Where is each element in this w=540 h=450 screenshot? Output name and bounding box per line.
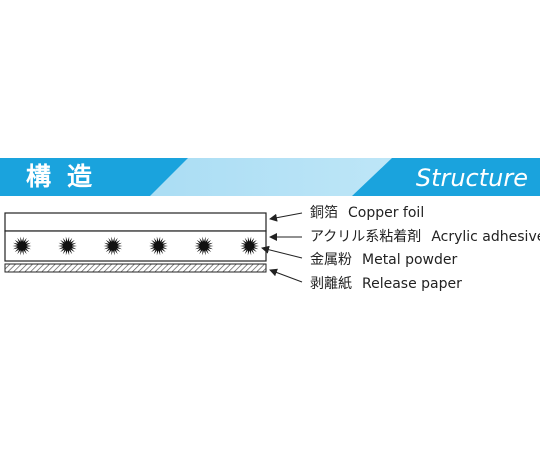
label-acrylic-adhesive-jp: アクリル系粘着剤 bbox=[310, 229, 422, 245]
label-acrylic-adhesive-en: Acrylic adhesive bbox=[431, 229, 540, 245]
arrow-metal-powder bbox=[261, 245, 303, 259]
release-paper-layer bbox=[4, 263, 267, 273]
label-release-paper-jp: 剥離紙 bbox=[310, 276, 352, 292]
arrow-release-paper bbox=[269, 268, 303, 283]
metal-powder-particles bbox=[12, 236, 259, 256]
banner-dark-band-right bbox=[352, 158, 540, 196]
metal-particle bbox=[194, 236, 214, 256]
metal-particle bbox=[58, 236, 77, 256]
banner-title-jp: 構造 bbox=[26, 162, 109, 191]
metal-particle bbox=[103, 236, 123, 256]
label-copper-foil-jp: 銅箔 bbox=[310, 205, 338, 221]
structure-diagram bbox=[4, 212, 303, 283]
metal-particle bbox=[149, 236, 168, 256]
label-metal-powder-en: Metal powder bbox=[362, 252, 458, 268]
label-acrylic-adhesive: アクリル系粘着剤 Acrylic adhesive bbox=[310, 228, 540, 246]
banner-title-en: Structure bbox=[415, 164, 528, 192]
label-release-paper: 剥離紙 Release paper bbox=[310, 275, 462, 293]
label-copper-foil-en: Copper foil bbox=[348, 205, 425, 221]
adhesive-layer bbox=[4, 230, 267, 262]
label-metal-powder-jp: 金属粉 bbox=[310, 252, 352, 268]
metal-particle bbox=[240, 236, 259, 256]
metal-particle bbox=[12, 236, 32, 256]
arrow-copper-foil bbox=[269, 212, 303, 222]
structure-banner bbox=[0, 158, 540, 196]
label-release-paper-en: Release paper bbox=[362, 276, 462, 292]
label-copper-foil: 銅箔 Copper foil bbox=[310, 204, 424, 222]
banner-background bbox=[0, 158, 540, 196]
label-metal-powder: 金属粉 Metal powder bbox=[310, 251, 457, 269]
banner-dark-band-left bbox=[0, 158, 188, 196]
copper-foil-layer bbox=[4, 212, 267, 232]
